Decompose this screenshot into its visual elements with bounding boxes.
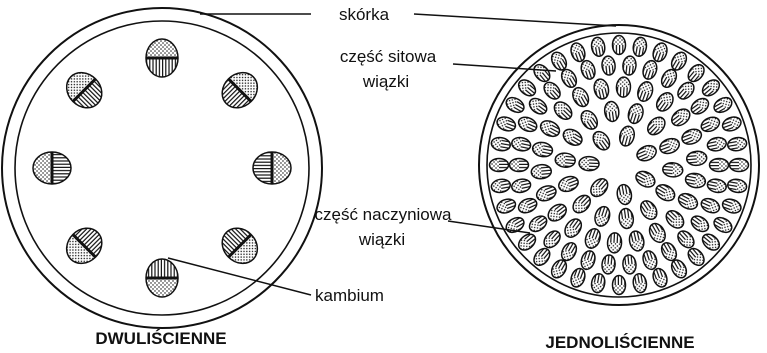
vascular-bundle [533, 182, 559, 205]
vascular-bundle [600, 253, 617, 275]
vascular-bundle [489, 177, 512, 195]
vascular-bundle [591, 203, 613, 229]
cambium-label: kambium [315, 286, 384, 305]
xylem-label-line2: wiązki [358, 230, 405, 249]
vascular-bundle [494, 113, 519, 134]
vascular-bundle [687, 212, 713, 236]
vascular-bundle [530, 139, 555, 159]
vascular-bundle [145, 258, 179, 298]
vascular-bundle [698, 195, 723, 217]
vascular-bundle [58, 64, 110, 116]
vascular-bundle [515, 195, 540, 217]
dicot-vascular-bundles [32, 38, 292, 298]
vascular-bundle [675, 189, 702, 213]
vascular-bundle [685, 149, 708, 167]
vascular-bundle [719, 113, 744, 134]
vascular-bundle [631, 272, 649, 295]
vascular-bundle [643, 112, 670, 139]
vascular-bundle [568, 191, 595, 218]
monocot-vascular-bundles [489, 35, 750, 296]
vascular-bundle [726, 177, 749, 195]
vascular-bundle [515, 113, 540, 135]
vascular-bundle [729, 158, 750, 173]
monocot-stem [479, 25, 759, 305]
vascular-bundle [559, 125, 586, 150]
vascular-bundle [612, 275, 627, 296]
vascular-bundle [589, 272, 607, 295]
vascular-bundle [687, 94, 713, 118]
vascular-bundle [625, 101, 647, 127]
phloem-label-line2: wiązki [362, 72, 409, 91]
vascular-bundle [656, 135, 682, 158]
vascular-bundle [636, 196, 661, 223]
vascular-bundle [214, 64, 266, 116]
vascular-bundle [615, 182, 635, 207]
vascular-bundle [705, 135, 729, 154]
vascular-bundle [582, 225, 604, 251]
vascular-bundle [530, 163, 553, 181]
vascular-bundle [621, 253, 638, 275]
vascular-bundle [509, 135, 533, 154]
vascular-bundle [578, 155, 601, 172]
vascular-bundle [555, 173, 581, 196]
xylem-label-line1: część naczyniowa [314, 205, 452, 224]
vascular-bundle [600, 54, 617, 76]
vascular-bundle [615, 76, 632, 99]
vascular-bundle [560, 215, 586, 242]
vascular-bundle [679, 125, 705, 148]
vascular-bundle [58, 220, 110, 272]
vascular-bundle [544, 200, 571, 226]
skin-label: skórka [339, 5, 390, 24]
vascular-bundle [616, 123, 637, 148]
vascular-bundle [586, 174, 613, 201]
vascular-bundle [550, 97, 577, 124]
vascular-bundle [621, 54, 638, 76]
phloem-label-line1: część sitowa [340, 47, 437, 66]
vascular-bundle [652, 88, 678, 115]
monocots-caption: JEDNOLIŚCIENNE [545, 333, 694, 352]
vascular-bundle [661, 161, 684, 179]
vascular-bundle [489, 158, 510, 173]
vascular-bundle [726, 135, 749, 153]
dicots-caption: DWULIŚCIENNE [95, 329, 226, 348]
vascular-bundle [632, 167, 659, 192]
vascular-bundle [589, 35, 607, 58]
vascular-bundle [634, 78, 656, 104]
vascular-bundle [633, 142, 660, 165]
vascular-bundle [509, 176, 533, 195]
vascular-bundle [661, 206, 688, 233]
vascular-bundle [489, 135, 512, 153]
vascular-bundle [602, 100, 621, 124]
vascular-bundle [525, 94, 551, 118]
vascular-bundle [705, 176, 729, 195]
vascular-bundle [709, 158, 730, 173]
vascular-bundle [494, 195, 519, 216]
vascular-bundle [509, 158, 530, 173]
dicot-stem [2, 8, 322, 328]
vascular-bundle [145, 38, 179, 78]
vascular-bundle [652, 180, 679, 205]
vascular-bundle [606, 231, 623, 254]
vascular-bundle [667, 104, 694, 130]
vascular-bundle [683, 170, 708, 190]
vascular-bundle [591, 77, 612, 102]
vascular-bundle [554, 151, 577, 169]
vascular-bundle [214, 220, 266, 272]
vascular-bundle [617, 207, 636, 231]
vascular-bundle [612, 35, 627, 56]
vascular-bundle [631, 35, 649, 58]
vascular-bundle [32, 151, 72, 185]
vascular-bundle [719, 195, 744, 216]
vascular-bundle [698, 113, 723, 135]
vascular-bundle [537, 116, 564, 140]
vascular-bundle [252, 151, 292, 185]
vascular-bundle [626, 228, 647, 253]
skin-leader-right [414, 14, 616, 26]
vascular-bundle [577, 106, 602, 133]
vascular-bundle [588, 127, 614, 154]
